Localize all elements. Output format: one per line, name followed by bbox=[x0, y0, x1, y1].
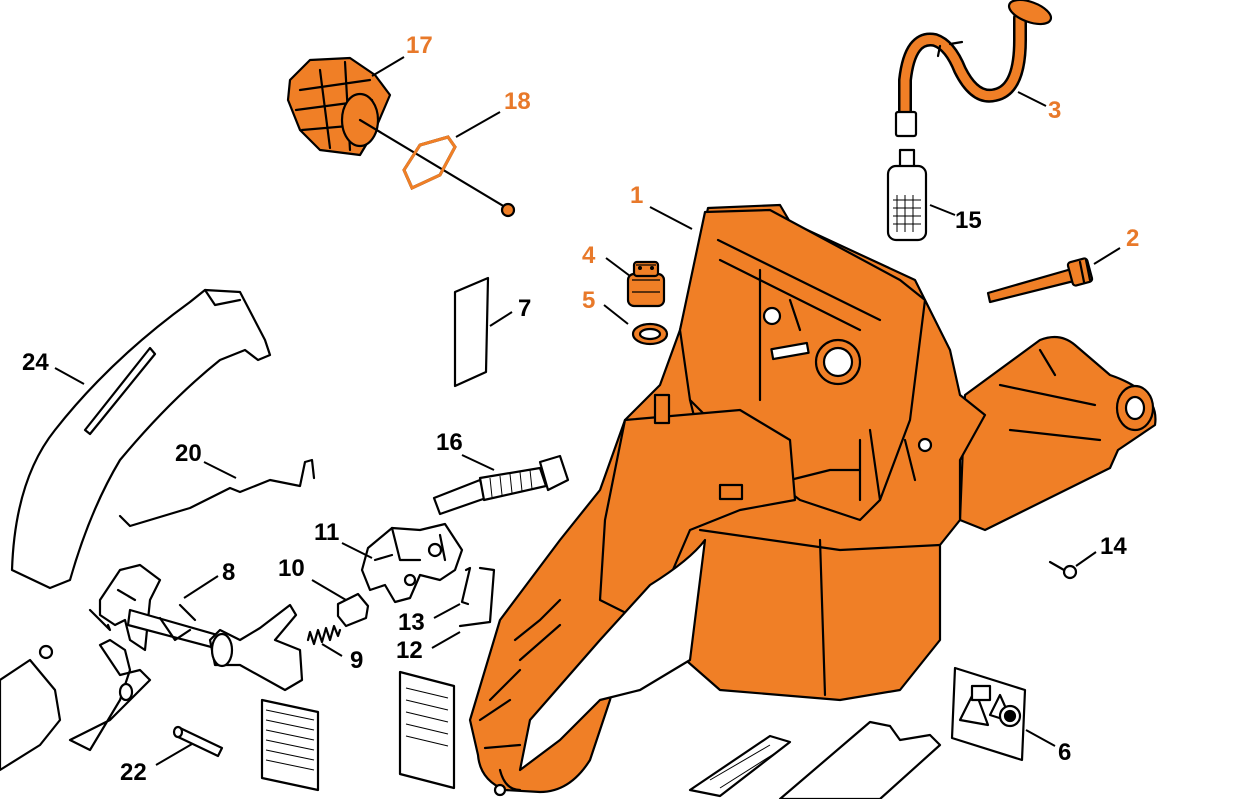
callout-7: 7 bbox=[518, 295, 531, 322]
callout-4: 4 bbox=[582, 242, 596, 269]
part-13-contact-spring[interactable] bbox=[460, 566, 472, 606]
part-label-grid-lower[interactable] bbox=[260, 670, 456, 792]
part-1-housing[interactable] bbox=[468, 203, 1157, 794]
callout-3: 3 bbox=[1048, 97, 1061, 124]
callout-16: 16 bbox=[436, 429, 463, 456]
part-screw-bottom[interactable] bbox=[493, 783, 507, 797]
part-20-spring-rod[interactable] bbox=[118, 458, 316, 528]
callout-13: 13 bbox=[398, 609, 425, 636]
leader-lines bbox=[54, 56, 1121, 766]
callout-9: 9 bbox=[350, 647, 363, 674]
part-10-slide[interactable] bbox=[336, 592, 370, 628]
part-22-pin[interactable] bbox=[172, 725, 224, 758]
part-4-plug[interactable] bbox=[626, 260, 666, 308]
callout-labels: 1 2 3 4 5 6 7 8 9 10 11 12 13 14 15 16 1… bbox=[22, 32, 1139, 786]
part-8-trigger-shaft[interactable] bbox=[88, 563, 304, 692]
callout-15: 15 bbox=[955, 207, 982, 234]
part-6-warning-label[interactable] bbox=[950, 666, 1027, 762]
callout-1: 1 bbox=[630, 182, 643, 209]
callout-6: 6 bbox=[1058, 739, 1071, 766]
callout-10: 10 bbox=[278, 555, 305, 582]
callout-20: 20 bbox=[175, 440, 202, 467]
part-17-oil-pump[interactable] bbox=[286, 56, 516, 218]
callout-18: 18 bbox=[504, 88, 531, 115]
part-15-fuel-filter[interactable] bbox=[886, 148, 928, 242]
callout-12: 12 bbox=[396, 637, 423, 664]
part-cover-lower-right[interactable] bbox=[688, 720, 942, 799]
callout-8: 8 bbox=[222, 559, 235, 586]
part-7-plate[interactable] bbox=[453, 276, 490, 388]
callout-14: 14 bbox=[1100, 533, 1127, 560]
part-2-bolt[interactable] bbox=[986, 257, 1094, 304]
callout-2: 2 bbox=[1126, 225, 1139, 252]
part-14-screw[interactable] bbox=[1048, 560, 1078, 580]
callout-24: 24 bbox=[22, 349, 49, 376]
part-24-handle-guard[interactable] bbox=[10, 288, 272, 590]
callout-17: 17 bbox=[406, 32, 433, 59]
part-16-tube[interactable] bbox=[432, 454, 570, 516]
part-12-wire[interactable] bbox=[458, 566, 496, 628]
callout-22: 22 bbox=[120, 759, 147, 786]
part-5-sealing-ring[interactable] bbox=[631, 322, 669, 346]
part-9-spring[interactable] bbox=[306, 624, 342, 646]
part-lever-lower-left[interactable] bbox=[0, 638, 152, 772]
callout-5: 5 bbox=[582, 287, 595, 314]
part-18-gasket[interactable] bbox=[402, 135, 457, 191]
part-3-fuel-hose[interactable] bbox=[894, 0, 1054, 138]
callout-11: 11 bbox=[314, 519, 339, 546]
part-11-switch[interactable] bbox=[360, 522, 464, 604]
